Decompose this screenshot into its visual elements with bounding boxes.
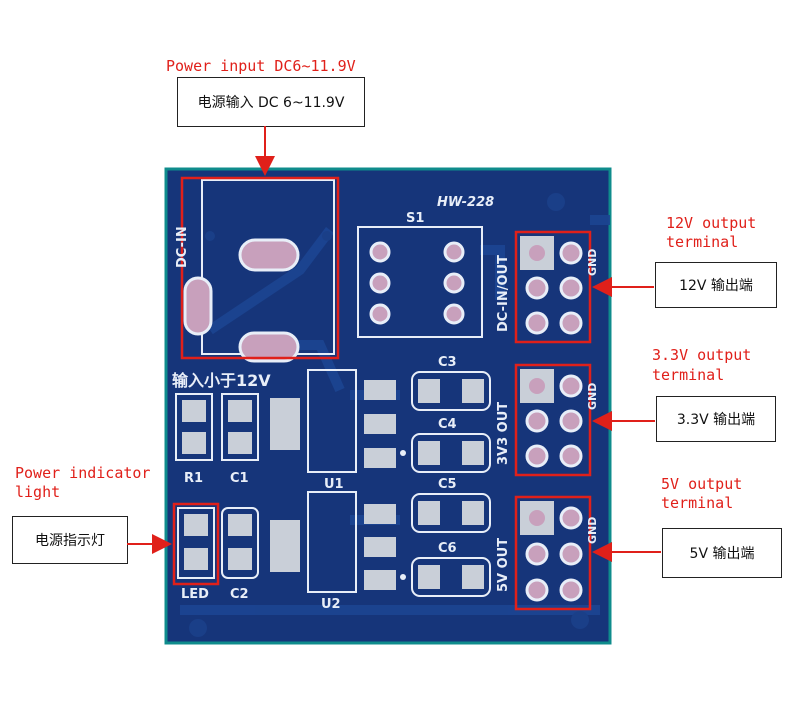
led-label: LED	[181, 587, 209, 602]
s1-switch-outline	[357, 226, 483, 338]
u1-pins	[364, 380, 396, 468]
power-indicator-label-line1: Power indicator	[15, 464, 151, 482]
power-indicator-label-line2: light	[15, 483, 61, 501]
led-highlight	[172, 502, 220, 586]
c4-footprint	[400, 433, 491, 473]
u2-label: U2	[321, 597, 341, 612]
board-name: HW-228	[437, 195, 494, 210]
out-5v-silkscreen: 5V OUT	[496, 538, 511, 592]
dc-in-silkscreen: DC-IN	[175, 226, 190, 268]
power-input-label: Power input DC6~11.9V	[166, 57, 356, 75]
output-3v3-label-line2: terminal	[652, 366, 725, 384]
output-12v-label-line1: 12V output	[666, 214, 757, 232]
s1-switch-pins	[369, 241, 465, 325]
dc-jack-pin-top	[238, 238, 300, 272]
mounting-hole-top-center	[322, 231, 332, 241]
c4-label: C4	[438, 417, 457, 432]
dc-in-out-silkscreen: DC-IN/OUT	[496, 255, 511, 332]
gnd-label-12v: GND	[586, 249, 599, 276]
led-footprint	[177, 507, 215, 579]
r1-label: R1	[184, 471, 203, 486]
u1-label: U1	[324, 477, 344, 492]
c2-footprint	[221, 507, 259, 579]
output-5v-callout: 5V 输出端	[662, 528, 782, 578]
c2-label: C2	[230, 587, 249, 602]
output-5v-label-line2: terminal	[661, 494, 734, 512]
u2-outline	[307, 491, 357, 593]
output-3v3-label-line1: 3.3V output	[652, 346, 752, 364]
c1-footprint	[221, 393, 259, 461]
c3-footprint	[411, 371, 491, 411]
c6-label: C6	[438, 541, 457, 556]
u1-outline	[307, 369, 357, 473]
input-note: 输入小于12V	[172, 371, 271, 390]
output-5v-label-line1: 5V output	[661, 475, 743, 493]
dc-jack-pin-left	[183, 276, 213, 336]
gnd-label-3v3: GND	[586, 383, 599, 410]
gnd-label-5v: GND	[586, 517, 599, 544]
u2-tab-pad	[270, 520, 300, 572]
c6-footprint	[400, 557, 491, 597]
mounting-hole-top-right	[547, 193, 565, 211]
annotation-arrows	[127, 126, 661, 562]
terminal-5v	[514, 495, 592, 611]
out-3v3-silkscreen: 3V3 OUT	[496, 402, 511, 465]
c1-label: C1	[230, 471, 249, 486]
dc-jack-highlight	[180, 176, 340, 360]
c5-footprint	[411, 493, 491, 533]
output-12v-label-line2: terminal	[666, 233, 739, 251]
s1-label: S1	[406, 211, 424, 226]
power-indicator-callout: 电源指示灯	[12, 516, 128, 564]
output-3v3-callout: 3.3V 输出端	[656, 396, 776, 442]
u2-pins	[364, 504, 396, 590]
u1-tab-pad	[270, 398, 300, 450]
c3-label: C3	[438, 355, 457, 370]
power-input-callout: 电源输入 DC 6~11.9V	[177, 77, 365, 127]
dc-jack-pin-bottom	[238, 331, 300, 363]
mounting-hole-bottom-right	[571, 611, 589, 629]
mounting-hole-bottom-left	[189, 619, 207, 637]
terminal-3v3	[514, 363, 592, 477]
mounting-hole-top-left	[205, 231, 215, 241]
c5-label: C5	[438, 477, 457, 492]
r1-footprint	[175, 393, 213, 461]
terminal-12v	[514, 230, 592, 344]
output-12v-callout: 12V 输出端	[655, 262, 777, 308]
